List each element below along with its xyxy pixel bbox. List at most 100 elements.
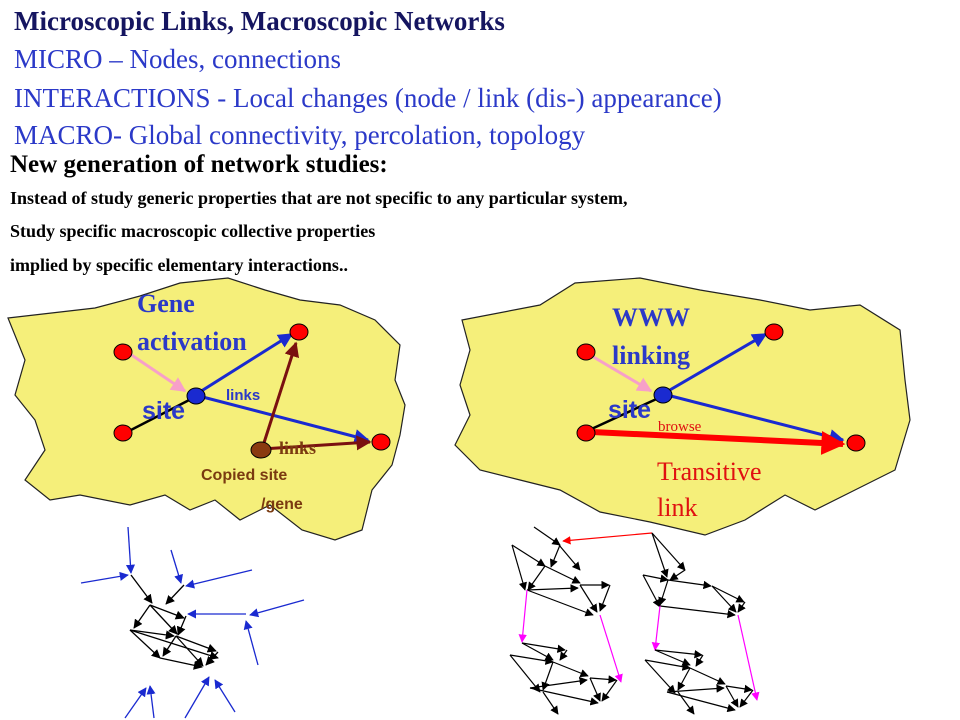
bl-arrow-out-4	[214, 679, 236, 713]
right-blue-arrow-right	[662, 392, 845, 444]
right-bottom-network	[509, 526, 760, 715]
label-gene: Gene	[137, 289, 195, 318]
br-ll-7	[559, 649, 568, 661]
right-input-black-line	[584, 394, 664, 434]
br-lr-2	[654, 649, 703, 659]
br-ur-2	[651, 532, 669, 578]
br-ur-7	[658, 579, 669, 606]
interactions-lead: INTERACTIONS -	[14, 83, 227, 113]
br-lr-3	[644, 659, 691, 671]
left-copied-arrow-right	[261, 435, 372, 451]
left-copied-arrow-up	[260, 341, 300, 450]
right-blue-arrow-up	[662, 332, 768, 396]
br-ll-mag	[599, 614, 623, 683]
br-ul-8	[526, 589, 594, 617]
br-ll-11	[589, 677, 601, 702]
br-ll-12	[601, 679, 618, 702]
br-lr-13	[677, 691, 695, 715]
label-copied-site: Copied site	[201, 467, 287, 484]
br-ll-9	[529, 687, 599, 706]
micro-lead: MICRO	[14, 44, 103, 74]
br-ll-3	[509, 654, 554, 665]
br-ur-3	[669, 569, 686, 581]
br-ul-5	[544, 565, 581, 584]
br-ur-1	[651, 532, 686, 571]
br-lr-10	[725, 684, 753, 694]
macro-line: MACRO- Global connectivity, percolation,…	[14, 120, 585, 151]
label-link: link	[657, 493, 697, 522]
bl-edge-6	[129, 629, 175, 640]
interactions-rest: Local changes (node / link (dis-) appear…	[226, 83, 722, 113]
br-lr-9	[666, 691, 736, 713]
br-lr-6	[689, 667, 726, 685]
br-ur-9	[711, 585, 745, 603]
br-ur-6	[667, 579, 712, 590]
intro-line-2: Study specific macroscopic collective pr…	[10, 221, 376, 241]
label-gene-slash: /gene	[261, 496, 303, 513]
bl-edge-10	[162, 635, 177, 657]
br-lr-11	[725, 685, 739, 708]
bl-edge-1	[130, 574, 153, 604]
label-linking: linking	[612, 341, 690, 370]
right-node-right	[846, 434, 866, 452]
left-node-top	[289, 323, 309, 341]
bl-arrow-out-1	[146, 685, 156, 719]
right-pink-arrow	[584, 350, 653, 393]
br-ul-3	[527, 565, 546, 591]
br-ur-5	[642, 574, 661, 608]
bl-edge-7	[129, 629, 161, 659]
bl-edge-2	[165, 584, 185, 605]
micro-line: MICRO – Nodes, connections	[14, 44, 341, 75]
br-ur-10	[711, 585, 737, 613]
br-ll-2	[521, 642, 566, 653]
br-red-link	[562, 532, 653, 545]
bl-arrow-in-3	[170, 549, 183, 584]
br-ll-13	[542, 691, 559, 715]
left-blue-arrow-right	[194, 393, 370, 444]
br-lr-4	[644, 659, 676, 694]
br-ur-mag	[737, 614, 760, 701]
left-pink-arrow	[126, 350, 187, 393]
right-node-upper	[576, 343, 596, 361]
bl-arrow-out-3	[184, 676, 210, 719]
bl-arrow-out-2	[124, 687, 147, 719]
bl-edge-3	[149, 604, 185, 620]
br-lr-5	[677, 667, 691, 691]
left-site-node	[186, 387, 206, 405]
br-lr-1	[654, 649, 691, 666]
label-activation: activation	[137, 327, 247, 356]
label-site-right: site	[608, 396, 651, 424]
right-blob	[454, 277, 911, 536]
bl-edge-8	[129, 629, 219, 660]
bl-edge-5	[176, 615, 187, 636]
br-ur-4	[642, 574, 669, 583]
br-lr-8	[666, 684, 725, 693]
left-node-upper	[113, 343, 133, 361]
br-ul-12	[558, 544, 581, 571]
left-input-black-line	[126, 394, 198, 434]
right-node-top	[764, 323, 784, 341]
br-ul-10	[579, 584, 598, 613]
br-ul-7	[526, 584, 579, 593]
bl-arrow-in-1	[125, 526, 136, 574]
bl-edge-14	[205, 651, 219, 666]
br-ll-5	[541, 661, 554, 691]
br-ll-6	[552, 661, 589, 678]
interactions-line: INTERACTIONS - Local changes (node / lin…	[14, 83, 722, 114]
br-ul-1	[511, 544, 546, 567]
br-ul-mag	[518, 589, 528, 643]
bl-edge-11	[133, 604, 151, 629]
left-bottom-network	[80, 526, 305, 719]
br-ur-11	[737, 601, 746, 613]
macro-rest: Global connectivity, percolation, topolo…	[122, 120, 586, 150]
left-blue-arrow-up	[194, 332, 294, 397]
left-node-lower	[113, 424, 133, 442]
br-ul-11	[598, 584, 611, 612]
left-node-right	[371, 433, 391, 451]
intro-line-1: Instead of study generic properties that…	[10, 188, 628, 208]
bl-edge-9	[175, 635, 217, 653]
right-transitive-arrow	[591, 429, 846, 455]
br-ul-2	[511, 544, 527, 591]
bl-edge-13	[159, 657, 203, 670]
bl-arrow-in-7	[243, 620, 259, 666]
